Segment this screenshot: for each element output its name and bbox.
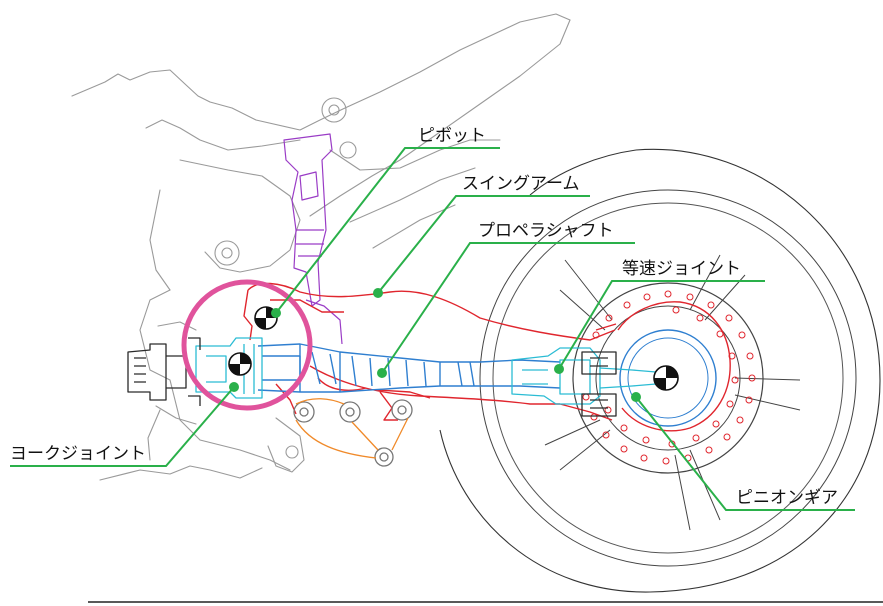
tire-outline [439, 148, 881, 593]
leader-lines [10, 147, 855, 511]
label-swingarm: スイングアーム [462, 174, 579, 194]
label-propeller-shaft: プロペラシャフト [478, 221, 614, 241]
label-cv-joint: 等速ジョイント [622, 259, 741, 279]
frame-outline [71, 13, 571, 481]
final-drive-housing [617, 301, 731, 432]
disc-holes [582, 290, 756, 465]
highlight-circle [181, 279, 313, 411]
swingarm-leader [377, 195, 590, 294]
engine-output [127, 321, 201, 425]
brake-disc [572, 282, 764, 474]
wheel-axle-marker [653, 365, 679, 391]
pinion-gear-leader [635, 396, 855, 511]
yoke-joint-axis-marker [228, 352, 252, 376]
cv-joint [511, 347, 657, 405]
linkage [267, 398, 413, 473]
pivot-leader [275, 147, 500, 314]
labels: ピボット スイングアーム プロペラシャフト 等速ジョイント ヨークジョイント ピ… [10, 126, 838, 508]
hub [619, 329, 717, 427]
yoke-joint-leader [10, 386, 235, 467]
rear-wheel [439, 148, 881, 593]
label-yoke-joint: ヨークジョイント [10, 444, 146, 464]
pinion-bearings [581, 351, 617, 417]
label-pinion-gear: ピニオンギア [736, 488, 838, 508]
propeller-shaft-leader [381, 242, 635, 374]
label-pivot: ピボット [418, 126, 486, 146]
cv-joint-leader [558, 280, 765, 370]
